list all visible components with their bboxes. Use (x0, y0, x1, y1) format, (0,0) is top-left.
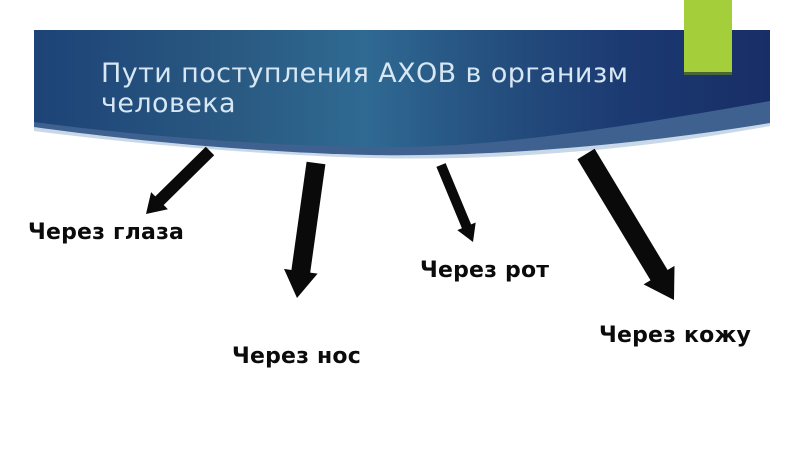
route-label-skin: Через кожу (599, 323, 752, 348)
arrow-to-skin-icon (577, 148, 675, 300)
page-title-line1: Пути поступления АХОВ в организм (101, 58, 629, 89)
arrow-to-eyes-icon (146, 146, 215, 214)
arrow-to-nose-icon (284, 161, 326, 298)
arrow-to-mouth-icon (436, 163, 476, 242)
route-label-mouth: Через рот (420, 258, 550, 283)
page-title-line2: человека (101, 88, 236, 119)
route-label-eyes: Через глаза (28, 220, 185, 245)
banner-main-shape (34, 30, 770, 148)
route-label-nose: Через нос (232, 344, 361, 369)
page-title: Пути поступления АХОВ в организм человек… (101, 59, 628, 119)
accent-bar (684, 0, 732, 75)
